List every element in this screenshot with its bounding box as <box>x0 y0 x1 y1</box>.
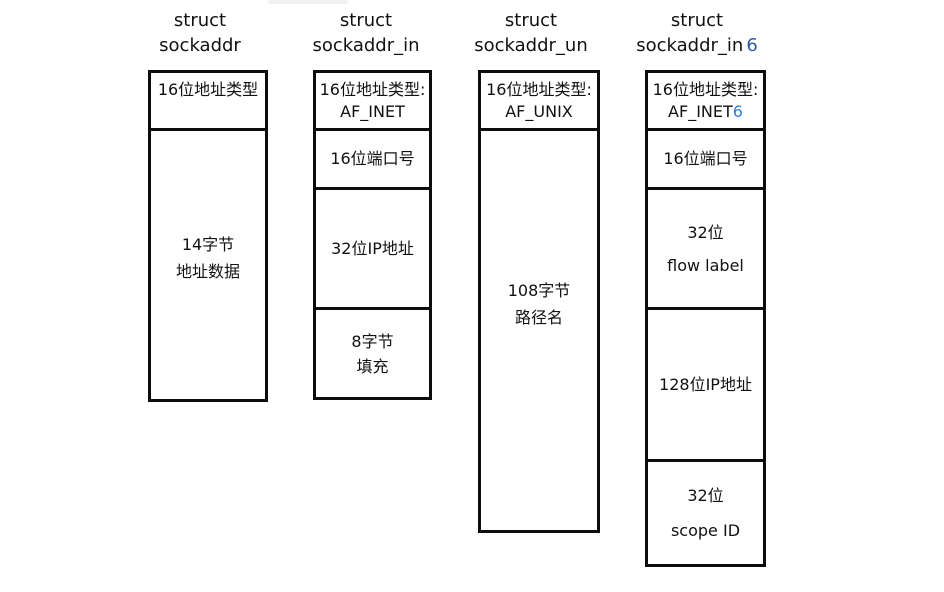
field-address-family: 16位地址类型: AF_INET <box>316 73 429 131</box>
field-address-family: 16位地址类型: AF_INET6 <box>648 73 763 131</box>
field-address-family: 16位地址类型: AF_UNIX <box>481 73 597 131</box>
struct-name: sockaddr_un <box>474 35 588 56</box>
field-label: 填充 <box>356 356 389 376</box>
struct-sockaddr-header: struct sockaddr <box>120 8 280 58</box>
struct-sockaddr-in6-box: 16位地址类型: AF_INET6 16位端口号 32位 flow label … <box>645 70 766 567</box>
field-label: 16位地址类型: <box>319 79 426 99</box>
struct-sockaddr-un-header: struct sockaddr_un <box>451 8 611 58</box>
field-label: 128位IP地址 <box>659 374 752 394</box>
field-address-data: 14字节 地址数据 <box>151 131 265 399</box>
field-value: AF_UNIX <box>505 101 573 121</box>
field-label: 32位 <box>687 222 724 242</box>
field-ipv6-address: 128位IP地址 <box>648 310 763 462</box>
field-label: 8字节 <box>351 331 394 351</box>
field-label: 14字节 <box>181 235 235 254</box>
struct-sockaddr-in-box: 16位地址类型: AF_INET 16位端口号 32位IP地址 8字节 填充 <box>313 70 432 400</box>
struct-keyword: struct <box>339 10 393 31</box>
struct-name: sockaddr_in <box>312 35 420 56</box>
field-label: 108字节 <box>507 281 571 300</box>
field-label: 路径名 <box>514 308 563 327</box>
field-ipv4-address: 32位IP地址 <box>316 190 429 310</box>
field-scope-id: 32位 scope ID <box>648 462 763 564</box>
field-pathname: 108字节 路径名 <box>481 131 597 530</box>
field-label: 32位IP地址 <box>331 238 414 258</box>
field-label: 16位地址类型 <box>157 80 259 99</box>
struct-keyword: struct <box>670 10 724 31</box>
field-value: AF_INET6 <box>668 101 743 121</box>
field-port: 16位端口号 <box>316 131 429 190</box>
field-label: 地址数据 <box>175 262 240 281</box>
struct-sockaddr-box: 16位地址类型 14字节 地址数据 <box>148 70 268 402</box>
field-label: flow label <box>667 255 744 275</box>
cropped-edge-artifact <box>268 0 348 4</box>
ipv6-six-suffix: 6 <box>746 35 758 56</box>
field-value: AF_INET <box>340 101 405 121</box>
field-padding: 8字节 填充 <box>316 310 429 397</box>
field-port: 16位端口号 <box>648 131 763 190</box>
field-label: 16位端口号 <box>330 149 415 168</box>
struct-sockaddr-un-box: 16位地址类型: AF_UNIX 108字节 路径名 <box>478 70 600 533</box>
struct-sockaddr-in-header: struct sockaddr_in <box>286 8 446 58</box>
struct-keyword: struct <box>173 10 227 31</box>
struct-name: sockaddr <box>159 35 241 56</box>
field-label: scope ID <box>670 521 741 540</box>
field-address-family: 16位地址类型 <box>151 73 265 131</box>
field-label: 16位地址类型: <box>652 79 759 99</box>
field-label: 16位地址类型: <box>486 79 592 99</box>
field-label: 16位端口号 <box>663 149 748 168</box>
field-label: 32位 <box>687 486 724 505</box>
field-flow-label: 32位 flow label <box>648 190 763 310</box>
ipv6-six-suffix: 6 <box>732 101 743 121</box>
struct-keyword: struct <box>504 10 558 31</box>
